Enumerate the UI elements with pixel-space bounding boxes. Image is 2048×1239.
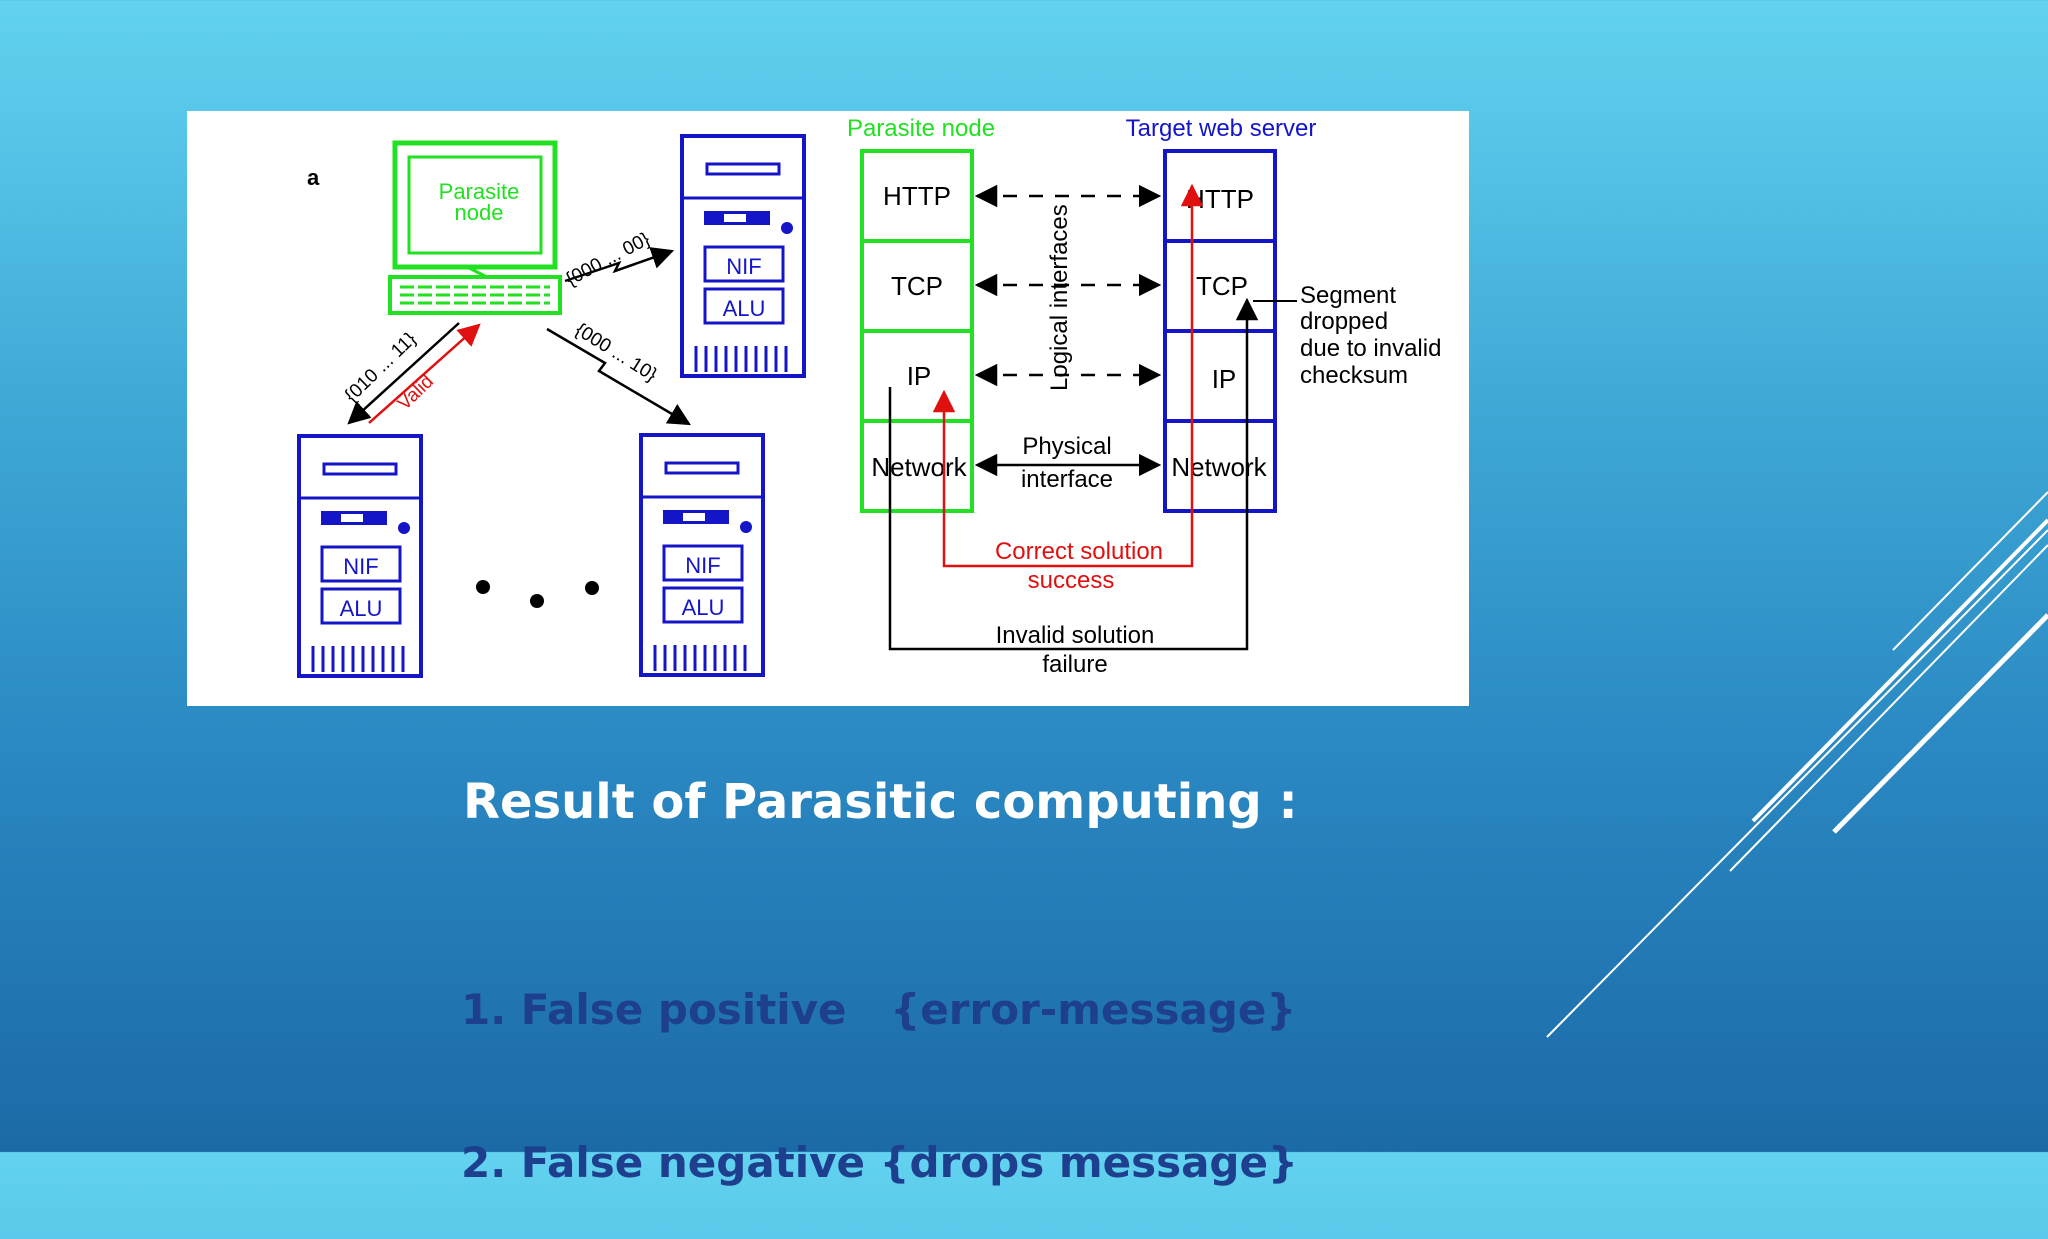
svg-text:checksum: checksum <box>1300 362 1408 389</box>
parasite-stack-title: Parasite node <box>847 115 995 142</box>
alu-label: ALU <box>682 595 725 620</box>
decorative-lines <box>0 0 2048 1152</box>
link-to-top-right-arrow <box>564 247 675 283</box>
physical-interface-label: Physical <box>1022 433 1111 460</box>
server-bottom-left: NIF ALU <box>297 434 423 678</box>
alu-label: ALU <box>340 596 383 621</box>
parasite-node-label-2: node <box>455 200 504 225</box>
link-to-bottom-right-arrow <box>546 327 691 426</box>
layer-ip: IP <box>907 361 932 391</box>
parasite-node-label: Parasite <box>439 179 520 204</box>
svg-text:Segment: Segment <box>1300 282 1396 309</box>
slide-title: Result of Parasitic computing : <box>463 774 1298 830</box>
parasite-protocol-stack: HTTP TCP IP Network <box>860 149 974 513</box>
nif-label: NIF <box>343 554 378 579</box>
server-top-right: NIF ALU <box>680 134 806 378</box>
layer-tcp: TCP <box>891 271 943 301</box>
layer-ip: IP <box>1212 364 1237 394</box>
nif-label: NIF <box>685 553 720 578</box>
layer-network: Network <box>871 452 967 482</box>
server-bottom-right: NIF ALU <box>639 433 765 677</box>
list-item: 2. False negative {drops message} <box>461 1138 1298 1187</box>
layer-tcp: TCP <box>1196 271 1248 301</box>
nif-label: NIF <box>726 254 761 279</box>
svg-text:dropped: dropped <box>1300 308 1388 335</box>
layer-http: HTTP <box>883 181 951 211</box>
list-item: 1. False positive {error-message} <box>461 985 1297 1034</box>
layer-http: HTTP <box>1186 184 1254 214</box>
svg-text:due to invalid: due to invalid <box>1300 335 1441 362</box>
correct-solution-label: Correct solution <box>995 538 1163 565</box>
segment-dropped-note: Segment dropped due to invalid checksum <box>1300 282 1441 389</box>
invalid-solution-label: Invalid solution <box>996 622 1155 649</box>
ellipsis-dots <box>476 580 599 608</box>
link-bottom-right-label: {000 ... 10} <box>571 319 660 386</box>
parasitic-computing-diagram: a Parasite node NIF ALU NIF ALU <box>187 111 1469 706</box>
alu-label: ALU <box>723 296 766 321</box>
physical-interface-label-2: interface <box>1021 466 1113 493</box>
link-to-bottom-left-arrow <box>347 322 460 425</box>
invalid-solution-path <box>888 297 1259 651</box>
panel-label: a <box>307 165 320 190</box>
correct-solution-label-2: success <box>1028 567 1115 594</box>
link-top-right-label: {000 ... 00} <box>562 229 653 291</box>
layer-network: Network <box>1171 452 1267 482</box>
logical-interfaces-label: Logical interfaces <box>1046 204 1073 391</box>
correct-solution-path <box>932 183 1204 568</box>
target-stack-title: Target web server <box>1126 115 1317 142</box>
parasite-node-computer: Parasite node <box>388 140 562 315</box>
results-list: 1. False positive {error-message} 2. Fal… <box>461 882 1298 1239</box>
target-protocol-stack: HTTP TCP IP Network <box>1163 149 1277 513</box>
valid-return-arrow <box>368 323 481 424</box>
invalid-solution-label-2: failure <box>1042 651 1107 678</box>
